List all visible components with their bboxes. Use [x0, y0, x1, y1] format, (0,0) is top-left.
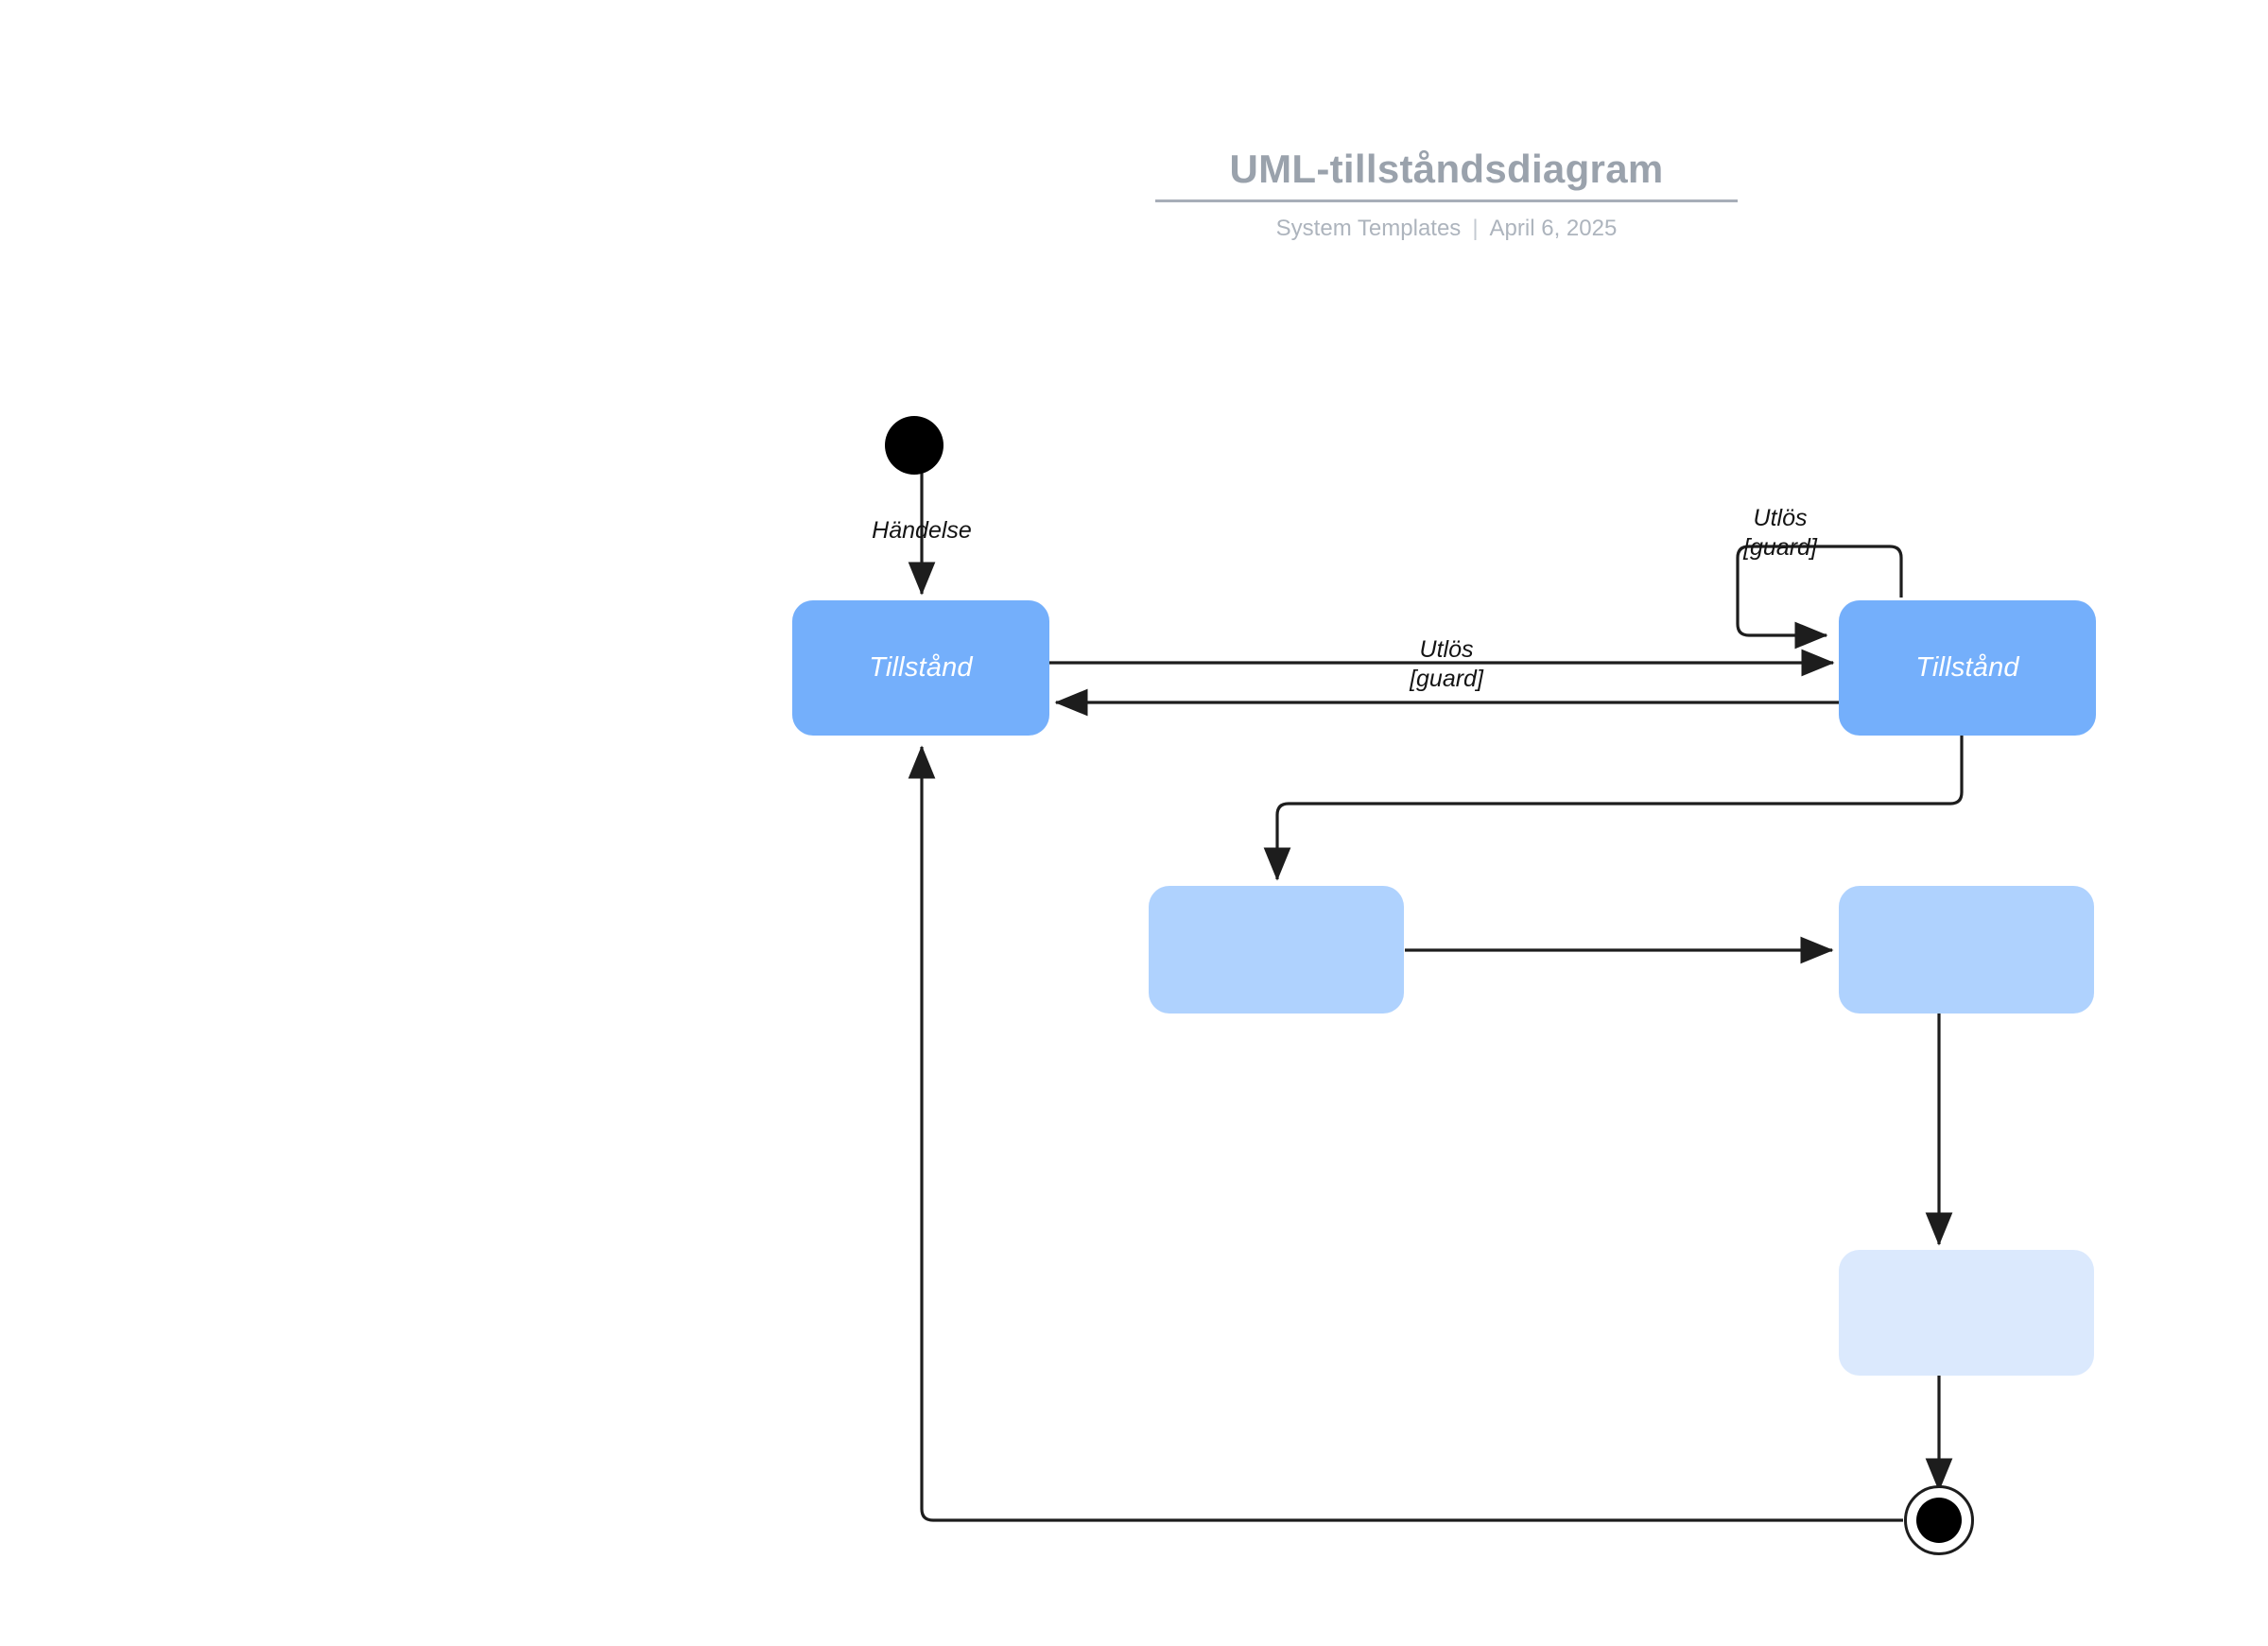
edge-label-self-loop: Utlös [guard] — [1695, 504, 1865, 562]
edge-label-text: Händelse — [872, 517, 972, 544]
edge-label-forward: Utlös [guard] — [1333, 635, 1560, 693]
subtitle-separator: | — [1472, 216, 1479, 241]
subtitle-date: April 6, 2025 — [1489, 216, 1618, 241]
page-title: UML-tillståndsdiagram — [1229, 147, 1664, 191]
edge-label-guard: [guard] — [1410, 665, 1483, 692]
title-divider — [1155, 199, 1738, 202]
state-node-left[interactable]: Tillstånd — [792, 600, 1049, 736]
final-node-dot — [1916, 1498, 1962, 1543]
transition-right-to-mid-left — [1263, 736, 1964, 881]
state-node-mid-right[interactable] — [1839, 886, 2094, 1014]
state-label: Tillstånd — [1915, 652, 2019, 683]
state-node-right[interactable]: Tillstånd — [1839, 600, 2096, 736]
initial-node[interactable] — [885, 416, 944, 475]
edge-label-event: Utlös — [1419, 636, 1474, 663]
edge-label-guard: [guard] — [1743, 533, 1817, 561]
transition-self-loop — [1736, 545, 1903, 650]
state-label: Tillstånd — [869, 652, 973, 683]
subtitle-source: System Templates — [1275, 216, 1462, 241]
document-subtitle: System Templates | April 6, 2025 — [974, 216, 1919, 242]
state-node-bottom[interactable] — [1839, 1250, 2094, 1376]
edge-label-event: Utlös — [1753, 505, 1808, 531]
state-node-mid-left[interactable] — [1149, 886, 1404, 1014]
edge-label-initial-event: Händelse — [808, 516, 1035, 546]
transition-final-to-state-left — [908, 745, 1903, 1522]
